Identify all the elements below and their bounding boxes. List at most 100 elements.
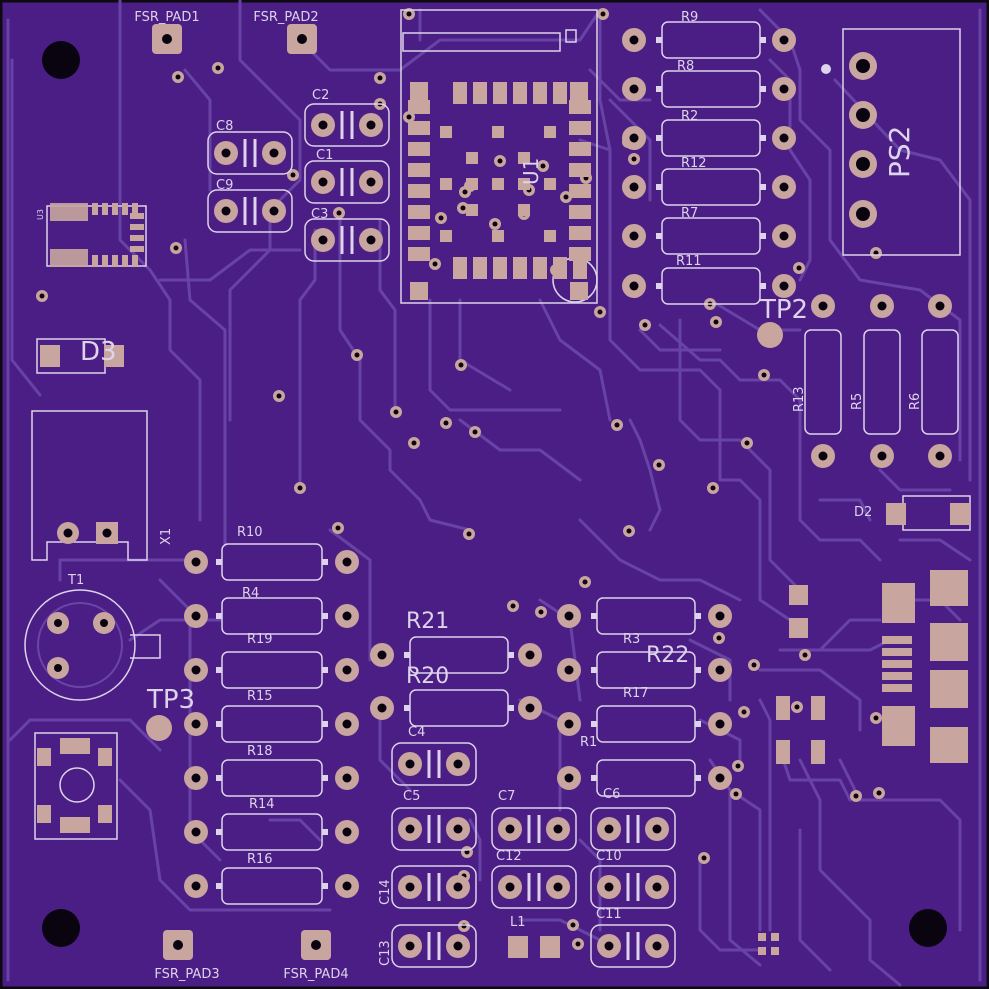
capacitor-c3 [304, 218, 390, 262]
resistor-r3 [557, 597, 732, 635]
label-c8: C8 [216, 119, 233, 134]
resistor-r20 [370, 689, 542, 727]
label-r8: R8 [677, 59, 694, 74]
resistor-r13 [804, 294, 842, 468]
capacitor-c1 [304, 160, 390, 204]
u1-module [400, 9, 598, 304]
tactile-switch [34, 732, 118, 840]
label-r14: R14 [249, 797, 275, 812]
label-d2: D2 [854, 505, 872, 520]
label-c3: C3 [311, 207, 328, 222]
label-r16: R16 [247, 852, 273, 867]
label-c12: C12 [496, 849, 522, 864]
label-u3: U3 [36, 209, 45, 220]
resistor-r12 [622, 168, 796, 206]
label-fsr-pad3: FSR_PAD3 [154, 967, 219, 982]
usb-connector [882, 570, 968, 763]
label-c1: C1 [316, 148, 333, 163]
resistor-r5 [863, 294, 901, 468]
label-r15: R15 [247, 689, 273, 704]
mounting-holes [42, 41, 947, 947]
resistor-r15 [184, 705, 359, 743]
capacitor-c9 [207, 189, 293, 233]
label-u1: U1 [519, 158, 543, 185]
resistor-r1 [557, 759, 732, 797]
test-points [146, 322, 783, 741]
resistor-r6 [921, 294, 959, 468]
capacitor-c12 [491, 865, 577, 909]
resistor-r17 [557, 705, 732, 743]
label-r5: R5 [850, 393, 865, 410]
capacitor-c6 [590, 807, 676, 851]
label-c10: C10 [596, 849, 622, 864]
capacitor-c8 [207, 131, 293, 175]
label-tp2: TP2 [759, 295, 808, 325]
label-d3: D3 [80, 337, 117, 367]
label-tp3: TP3 [146, 685, 195, 715]
label-r11: R11 [676, 254, 702, 269]
capacitor-c11 [590, 924, 676, 968]
mounting-hole [42, 41, 80, 79]
u3-chip [46, 203, 147, 267]
label-r2: R2 [681, 109, 698, 124]
ps2-connector [821, 28, 961, 256]
capacitor-c4 [391, 742, 477, 786]
resistor-r10 [184, 543, 359, 581]
label-r18: R18 [247, 744, 273, 759]
label-r3: R3 [623, 632, 640, 647]
capacitor-c5 [391, 807, 477, 851]
capacitor-c7 [491, 807, 577, 851]
label-r19: R19 [247, 632, 273, 647]
passive-components [184, 21, 959, 968]
resistor-r8 [622, 70, 796, 108]
resistor-r18 [184, 759, 359, 797]
diode-d2 [886, 495, 971, 531]
copper-traces [6, 0, 982, 987]
resistor-r11 [622, 267, 796, 305]
ps2-pins [849, 52, 877, 228]
label-r13: R13 [792, 386, 807, 412]
label-c14: C14 [378, 879, 393, 905]
label-r4: R4 [242, 586, 259, 601]
label-fsr-pad4: FSR_PAD4 [283, 967, 348, 982]
label-r1: R1 [580, 735, 597, 750]
label-r21: R21 [406, 609, 449, 634]
label-r6: R6 [908, 393, 923, 410]
label-l1: L1 [510, 915, 526, 930]
label-r10: R10 [237, 525, 263, 540]
label-fsr-pad1: FSR_PAD1 [134, 10, 199, 25]
label-r22: R22 [646, 643, 689, 668]
label-c13: C13 [378, 940, 393, 966]
mounting-hole [42, 909, 80, 947]
capacitor-c14 [391, 865, 477, 909]
resistor-r14 [184, 813, 359, 851]
label-r20: R20 [406, 664, 449, 689]
label-fsr-pad2: FSR_PAD2 [253, 10, 318, 25]
label-c5: C5 [403, 789, 420, 804]
transistor-t1 [24, 589, 161, 701]
resistor-r21 [370, 636, 542, 674]
label-x1: X1 [159, 528, 174, 545]
silkscreen-labels: FSR_PAD1 FSR_PAD2 FSR_PAD3 FSR_PAD4 U1 P… [36, 10, 923, 982]
smd-pads [508, 585, 825, 958]
vias [36, 8, 885, 950]
label-r17: R17 [623, 686, 649, 701]
label-c6: C6 [603, 787, 620, 802]
label-r7: R7 [681, 206, 698, 221]
mounting-hole [909, 909, 947, 947]
u3-pads [92, 203, 144, 267]
label-c9: C9 [216, 178, 233, 193]
fsr-pads [152, 24, 331, 960]
diode-d3 [36, 338, 124, 374]
capacitor-c10 [590, 865, 676, 909]
label-t1: T1 [67, 573, 84, 588]
resistor-r16 [184, 867, 359, 905]
resistor-r2 [622, 119, 796, 157]
crystal-x1 [31, 410, 148, 561]
label-ps2: PS2 [883, 126, 916, 178]
resistor-r19 [184, 651, 359, 689]
label-r12: R12 [681, 156, 707, 171]
